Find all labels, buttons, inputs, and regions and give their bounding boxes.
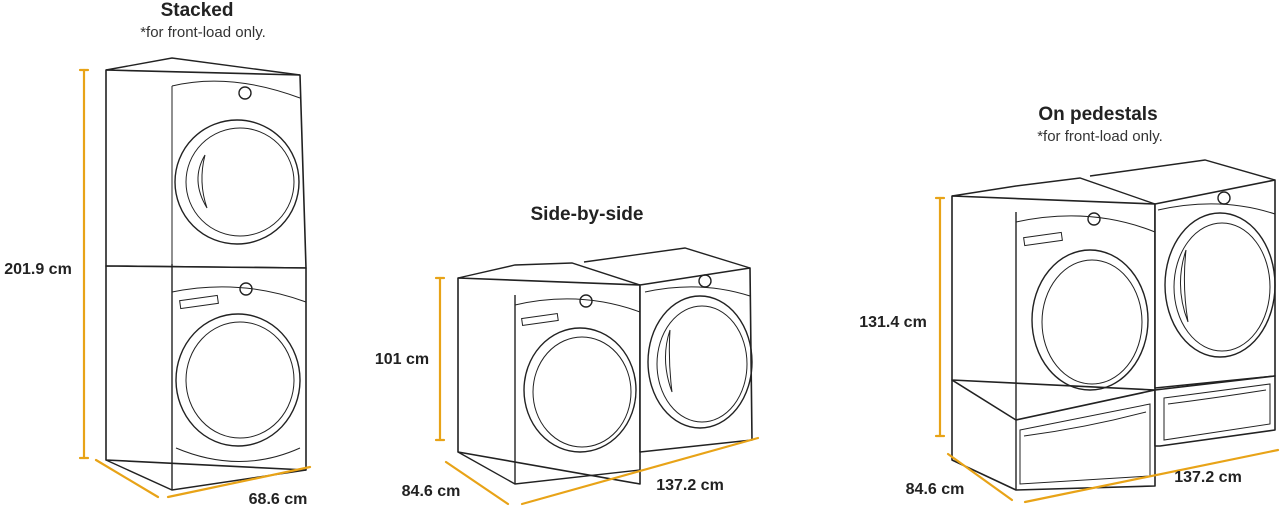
stacked-height-label: 201.9 cm — [4, 261, 72, 278]
side-by-side-height-label: 101 cm — [375, 351, 429, 368]
pedestals-depth-dimension — [946, 452, 1014, 502]
pedestals-title: On pedestals — [1038, 104, 1157, 125]
side-by-side-depth-label: 84.6 cm — [402, 483, 461, 500]
side-by-side-width-dimension — [520, 436, 760, 506]
stacked-configuration: Stacked *for front-load only. — [4, 0, 312, 508]
pedestals-width-label: 137.2 cm — [1174, 469, 1242, 486]
stacked-title: Stacked — [161, 0, 234, 21]
side-by-side-width-label: 137.2 cm — [656, 477, 724, 494]
side-by-side-washer — [457, 262, 641, 485]
side-by-side-title: Side-by-side — [531, 204, 644, 225]
pedestals-depth-label: 84.6 cm — [906, 481, 965, 498]
stacked-width-dimension — [166, 465, 312, 499]
pedestals-height-label: 131.4 cm — [859, 314, 927, 331]
side-by-side-height-dimension — [434, 276, 446, 442]
stacked-height-dimension — [78, 68, 90, 460]
stacked-washer — [105, 264, 307, 491]
side-by-side-dryer — [583, 247, 753, 453]
pedestals-washer — [951, 177, 1156, 420]
stacked-dryer — [105, 57, 307, 269]
stacked-width-label: 68.6 cm — [249, 491, 308, 508]
side-by-side-depth-dimension — [444, 460, 510, 506]
stacked-depth-dimension — [94, 458, 160, 499]
pedestals-note: *for front-load only. — [1037, 128, 1163, 145]
pedestals-height-dimension — [934, 196, 946, 438]
side-by-side-configuration: Side-by-side 10 — [375, 204, 760, 506]
pedestals-configuration: On pedestals *for front-load only. — [859, 104, 1280, 504]
pedestals-width-dimension — [1023, 448, 1280, 504]
stacked-note: *for front-load only. — [140, 24, 266, 41]
pedestals-drawers — [951, 375, 1276, 491]
